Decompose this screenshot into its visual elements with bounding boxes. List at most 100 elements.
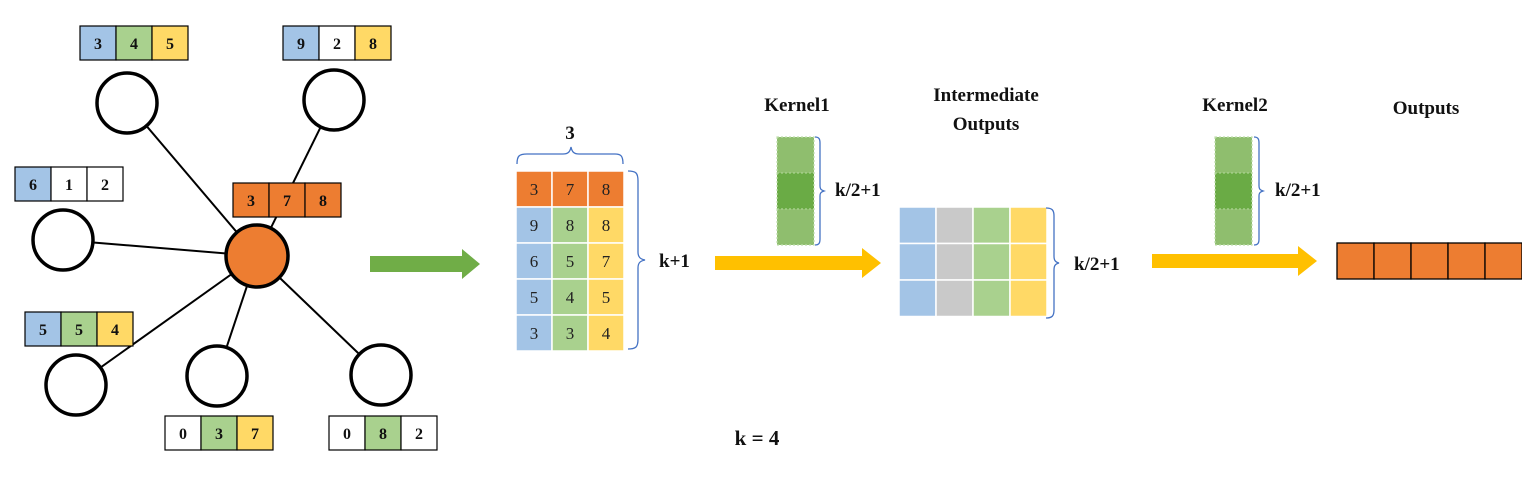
matrix-value: 8 [602, 216, 611, 235]
kernel2-title: Kernel2 [1202, 95, 1267, 116]
matrix-value: 8 [566, 216, 575, 235]
matrix-cell [587, 170, 625, 208]
kernel-cell [776, 208, 815, 246]
feature-value: 2 [415, 426, 423, 443]
intermediate-cell [935, 242, 974, 281]
feature-value: 7 [283, 193, 291, 210]
feature-value: 7 [251, 426, 259, 443]
matrix-value: 6 [530, 252, 539, 271]
intermediate-brace [1045, 207, 1060, 319]
yellow-arrow-2 [1152, 246, 1317, 276]
feature-value: 4 [130, 36, 138, 53]
matrix-value: 7 [602, 252, 611, 271]
graph-nodes [31, 68, 413, 417]
feature-cell [115, 25, 153, 61]
kernel1-title: Kernel1 [764, 95, 829, 116]
feature-value: 8 [379, 426, 387, 443]
feature-value: 6 [29, 177, 37, 194]
neighbor-node [302, 68, 366, 132]
kernel1-height-label: k/2+1 [835, 180, 881, 201]
matrix-cell [587, 242, 625, 280]
outputs-row [1336, 242, 1522, 280]
intermediate-cell [898, 206, 937, 245]
kernel-cell [1214, 208, 1253, 246]
intermediate-cell [1009, 242, 1048, 281]
intermediate-title-line1: Intermediate [933, 85, 1039, 106]
intermediate-cell [972, 279, 1011, 318]
output-cell [1336, 242, 1375, 280]
kernel2-brace [1253, 136, 1266, 246]
feature-value: 4 [111, 322, 119, 339]
feature-value: 8 [369, 36, 377, 53]
kernel2-height-label: k/2+1 [1275, 180, 1321, 201]
matrix-cell [515, 242, 553, 280]
matrix-height-label: k+1 [659, 251, 690, 272]
kernel-outline [776, 136, 815, 246]
feature-value: 9 [297, 36, 305, 53]
matrix-value: 8 [602, 180, 611, 199]
feature-cell [304, 182, 342, 218]
neighbor-node [349, 343, 413, 407]
matrix-width-label: 3 [565, 123, 575, 144]
feature-cell [318, 25, 356, 61]
output-cell [1410, 242, 1449, 280]
kernel-cell [1214, 136, 1253, 174]
green-transform-arrow [370, 249, 480, 279]
intermediate-height-label: k/2+1 [1074, 254, 1120, 275]
intermediate-cell [935, 206, 974, 245]
intermediate-cell [1009, 279, 1048, 318]
matrix-cell [551, 206, 589, 244]
matrix-value: 9 [530, 216, 539, 235]
feature-value: 3 [94, 36, 102, 53]
intermediate-cell [935, 279, 974, 318]
feature-value: 5 [75, 322, 83, 339]
matrix-value: 5 [530, 288, 539, 307]
neighbor-node [185, 344, 249, 408]
feature-value: 2 [333, 36, 341, 53]
matrix-cell [587, 278, 625, 316]
neighbor-feature-table: 5 5 4 [24, 311, 134, 347]
kernel2-block [1214, 136, 1253, 246]
feature-cell [96, 311, 134, 347]
output-cell [1373, 242, 1412, 280]
neighbor-node [31, 208, 95, 272]
feature-cell [236, 415, 274, 451]
intermediate-cell [898, 242, 937, 281]
feature-cell [86, 166, 124, 202]
kernel1-brace [814, 136, 827, 246]
outputs-title: Outputs [1393, 98, 1460, 119]
matrix-value: 3 [566, 324, 575, 343]
feature-value: 0 [343, 426, 351, 443]
neighbor-feature-table: 9 2 8 [282, 25, 392, 61]
kernel-cell [776, 172, 815, 210]
intermediate-cell [1009, 206, 1048, 245]
feature-cell [79, 25, 117, 61]
feature-cell [282, 25, 320, 61]
kernel1-block [776, 136, 815, 246]
matrix-value: 5 [566, 252, 575, 271]
kernel-cell [776, 136, 815, 174]
neighbor-feature-table: 0 8 2 [328, 415, 438, 451]
neighbor-feature-table: 6 1 2 [14, 166, 124, 202]
output-cell [1447, 242, 1486, 280]
intermediate-cell [972, 242, 1011, 281]
feature-value: 5 [39, 322, 47, 339]
matrix-value: 5 [602, 288, 611, 307]
feature-cell [151, 25, 189, 61]
feature-cell [354, 25, 392, 61]
matrix-cell [551, 314, 589, 352]
matrix-width-brace [516, 146, 624, 165]
feature-value: 3 [215, 426, 223, 443]
feature-value: 8 [319, 193, 327, 210]
feature-value: 1 [65, 177, 73, 194]
intermediate-cell [972, 206, 1011, 245]
feature-value: 2 [101, 177, 109, 194]
graph-edge [126, 102, 258, 257]
matrix-height-brace [627, 170, 646, 350]
output-cell [1484, 242, 1522, 280]
kernel-outline [1214, 136, 1253, 246]
